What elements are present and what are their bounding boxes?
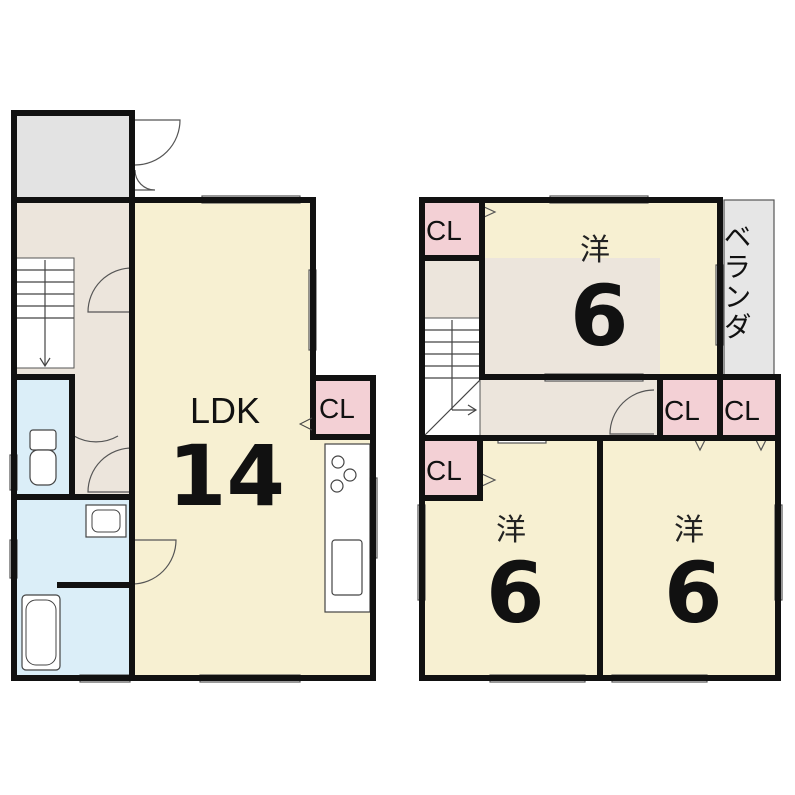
veranda: [723, 199, 775, 376]
closet-label: CL: [426, 215, 462, 246]
door-swing-icon: [481, 205, 768, 487]
closet-label: CL: [426, 455, 462, 486]
closet-floor2-3: [720, 380, 778, 437]
floor-2: 洋 6 洋 6 洋 6 CL CL CL CL ベランダ: [417, 195, 783, 683]
closet-floor1: [313, 378, 373, 436]
stairs-icon: [15, 257, 75, 369]
closet-floor2-2: [660, 380, 720, 437]
bedroom-left: [480, 440, 600, 678]
hallway-floor2-corridor: [482, 380, 660, 438]
bedroom-left-size: 6: [486, 544, 544, 642]
bedroom-top-label: 洋: [580, 233, 610, 268]
stairs-icon: [423, 317, 481, 437]
toilet-icon: [29, 429, 57, 486]
ldk-label: LDK: [190, 390, 260, 431]
closet-label: CL: [724, 395, 760, 426]
bedroom-left-extension: [422, 498, 482, 678]
bedroom-right: [600, 440, 778, 678]
walls-floor1: [11, 110, 376, 681]
closet-floor2-1: [422, 200, 480, 256]
closet-floor2-4: [422, 440, 480, 498]
veranda-label: ベランダ: [720, 222, 753, 342]
bedroom-right-size: 6: [664, 544, 722, 642]
bedroom-top-size: 6: [570, 267, 628, 365]
walls-floor2: [419, 197, 781, 681]
bathtub-icon: [21, 594, 61, 671]
floor-1: LDK 14 CL: [9, 110, 378, 683]
ldk-room: [135, 200, 313, 678]
bedroom-right-label: 洋: [674, 513, 704, 548]
ldk-size: 14: [168, 427, 285, 525]
closet-label: CL: [664, 395, 700, 426]
closet-label: CL: [319, 393, 355, 424]
kitchen-counter-icon: [324, 443, 371, 613]
wash-basin-icon: [85, 504, 127, 538]
storage-room: [14, 113, 132, 200]
bedroom-left-label: 洋: [496, 513, 526, 548]
door-swing-icon: [298, 417, 313, 431]
